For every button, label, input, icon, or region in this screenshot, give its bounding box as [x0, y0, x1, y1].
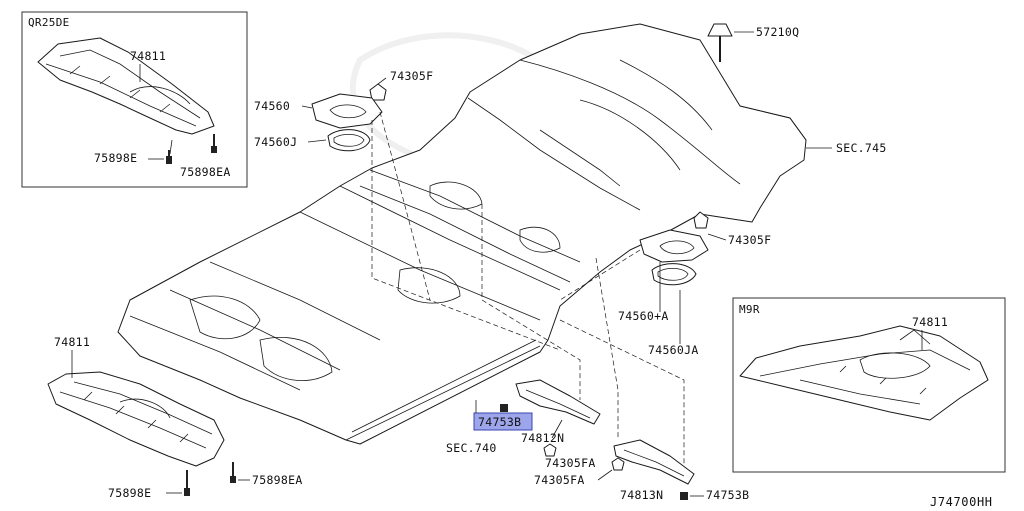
- label-75898EA: 75898EA: [252, 473, 303, 487]
- label-74560J: 74560J: [254, 135, 297, 149]
- label-74560: 74560: [254, 99, 290, 113]
- label-75898E: 75898E: [108, 486, 151, 500]
- under-cover-m9r: [739, 325, 989, 421]
- under-cover-qr25de: [37, 37, 215, 135]
- label-75898E-inset: 75898E: [94, 151, 137, 165]
- inset-m9r: M9R 74811: [732, 297, 1006, 473]
- inset-qr25de-title: QR25DE: [28, 16, 70, 29]
- clip-74305FA-1: [543, 443, 557, 457]
- label-74753B-highlight[interactable]: 74753B: [478, 415, 521, 429]
- label-74305F-top: 74305F: [390, 69, 433, 83]
- label-SEC740: SEC.740: [446, 441, 497, 455]
- clip-icon: [166, 150, 172, 164]
- label-74305F-right: 74305F: [728, 233, 771, 247]
- label-74560A: 74560+A: [618, 309, 669, 323]
- label-74305FA-2: 74305FA: [534, 473, 585, 487]
- clip-74305FA-2: [611, 457, 625, 471]
- highlight-74753B[interactable]: [473, 412, 533, 431]
- label-75898EA-inset: 75898EA: [180, 165, 231, 179]
- dashed-leaders: [371, 111, 685, 470]
- inset-qr25de: QR25DE 74811 75898E 75898EA: [21, 11, 248, 188]
- part-74560-plate: [311, 93, 383, 129]
- label-74753B-bottom: 74753B: [706, 488, 749, 502]
- part-74560J-seal: [327, 129, 371, 152]
- part-74813N: [613, 439, 695, 485]
- part-74560A-plate: [639, 229, 709, 263]
- label-74811-m9r: 74811: [912, 315, 948, 329]
- part-57210Q: [707, 23, 733, 62]
- rear-panel-edge: [739, 105, 807, 141]
- part-74305F-right: [693, 211, 709, 229]
- label-74811-inset: 74811: [130, 49, 166, 63]
- label-57210Q: 57210Q: [756, 25, 799, 39]
- clip-74753B-bottom: [680, 492, 688, 500]
- bolt-icon-bottom: [184, 470, 190, 496]
- part-74812N: [515, 379, 601, 425]
- inset-m9r-title: M9R: [739, 303, 760, 316]
- clip-icon-bottom: [230, 462, 236, 483]
- label-74811-main: 74811: [54, 335, 90, 349]
- floor-panel: [117, 23, 807, 445]
- part-74305F-top: [369, 83, 387, 101]
- label-74813N: 74813N: [620, 488, 663, 502]
- under-cover-main: [47, 371, 225, 467]
- clip-74753B-icon: [500, 404, 508, 412]
- label-74812N: 74812N: [521, 431, 564, 445]
- label-74560JA: 74560JA: [648, 343, 699, 357]
- part-74560JA-seal: [651, 263, 697, 286]
- diagram-code: J74700HH: [930, 495, 993, 509]
- bolt-icon: [211, 134, 217, 153]
- label-74305FA-1: 74305FA: [545, 456, 596, 470]
- label-SEC745: SEC.745: [836, 141, 887, 155]
